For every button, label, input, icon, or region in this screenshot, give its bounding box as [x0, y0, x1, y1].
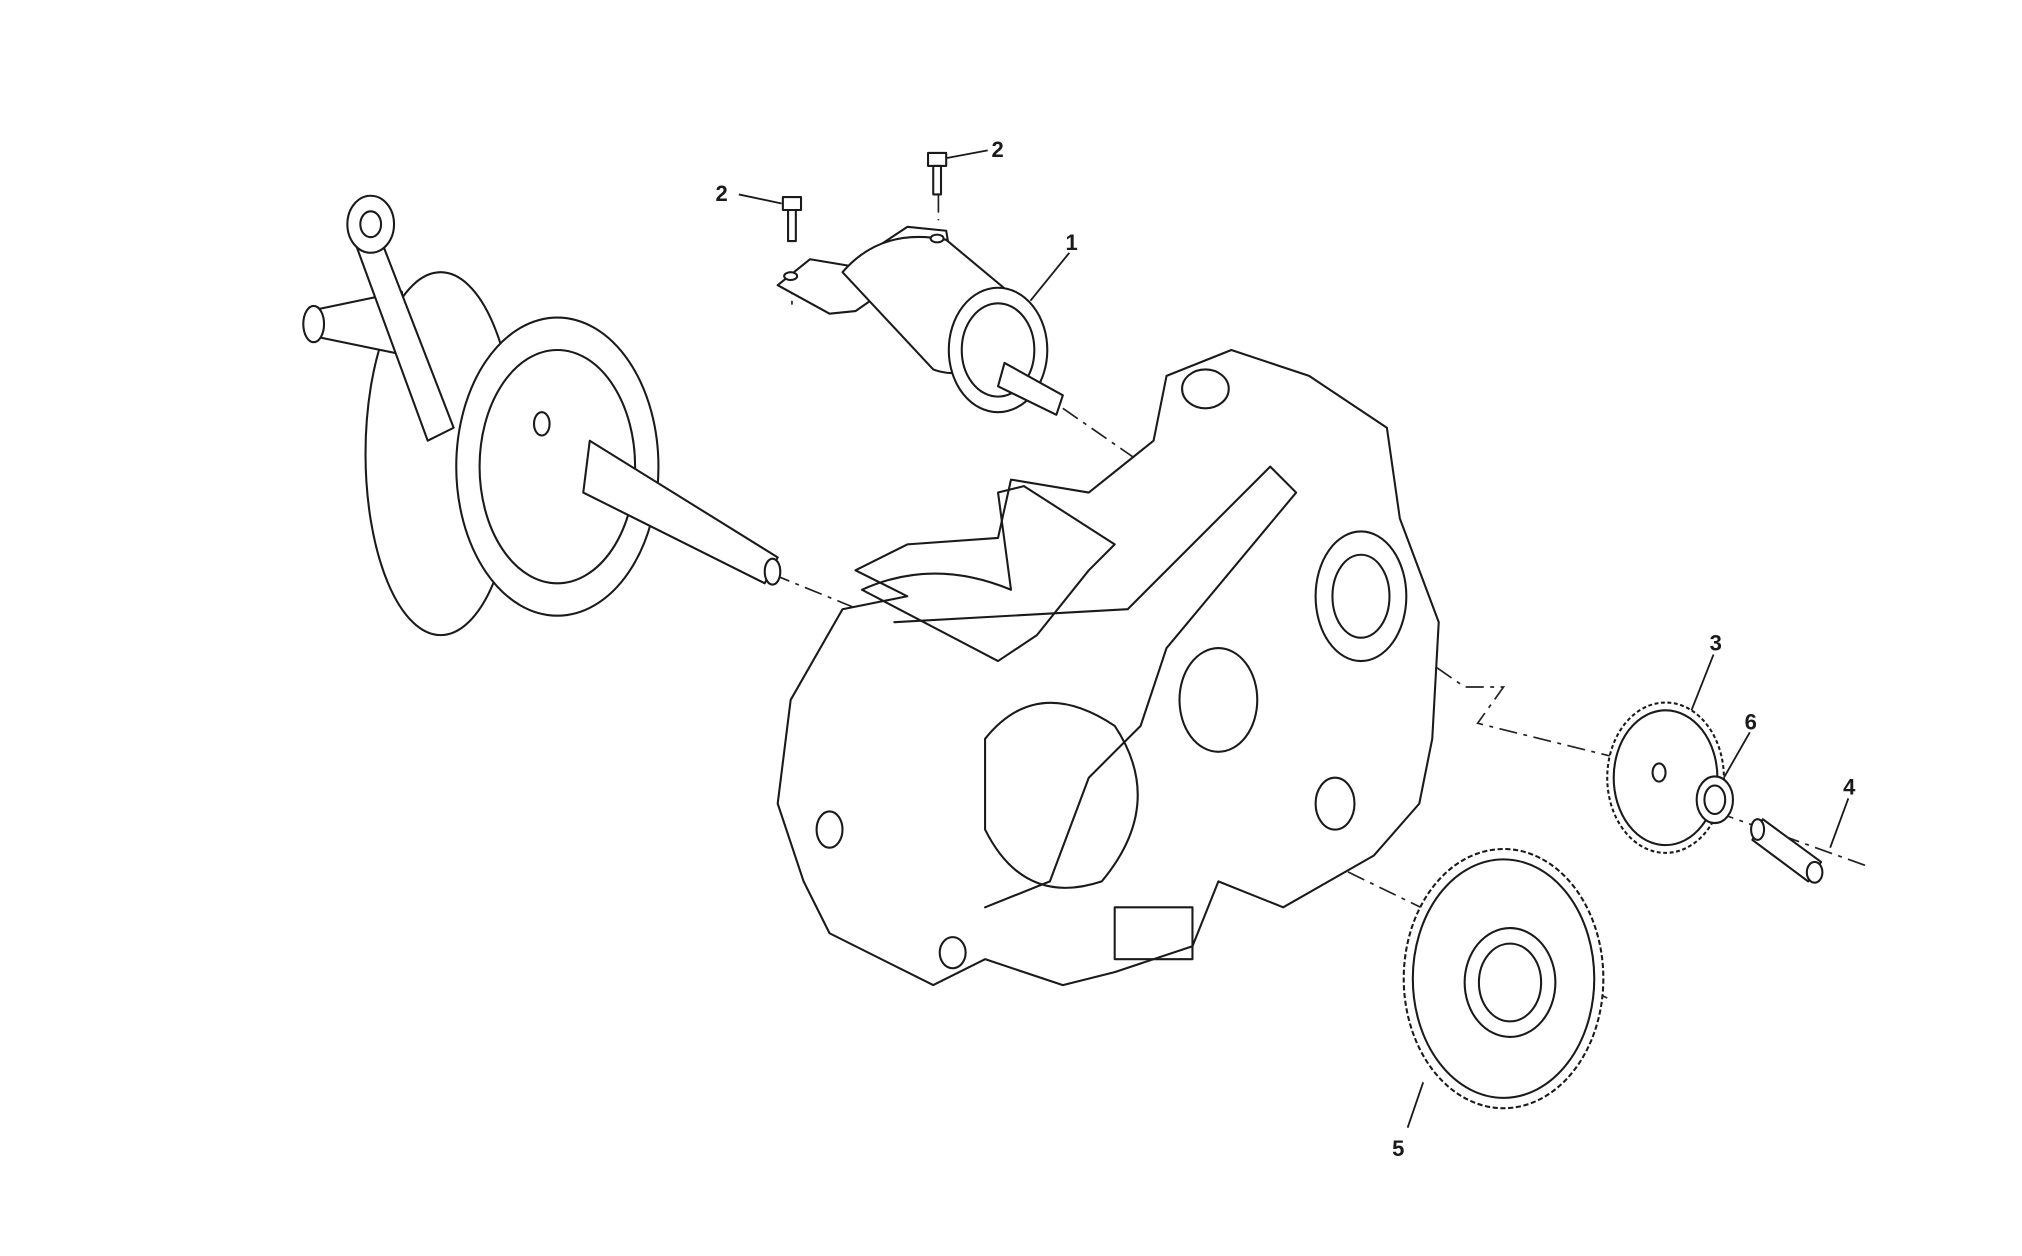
- pin: [1750, 818, 1824, 884]
- bolt-left: [781, 195, 803, 243]
- bolt-right: [927, 151, 948, 196]
- callout-1: 1: [1065, 230, 1077, 255]
- callout-5: 5: [1392, 1136, 1404, 1161]
- callout-2-left: 2: [715, 181, 727, 206]
- crankshaft: [302, 194, 782, 637]
- callout-4: 4: [1843, 775, 1856, 800]
- callouts: 1 2 2 3 6 4 5: [715, 137, 1856, 1161]
- callout-3: 3: [1710, 631, 1722, 656]
- callout-6: 6: [1745, 710, 1757, 735]
- crankcase: [776, 348, 1440, 987]
- starter-motor: [776, 225, 1064, 416]
- idler-gear: [1606, 701, 1725, 854]
- starter-gear: [1402, 847, 1605, 1110]
- callout-2-right: 2: [992, 137, 1004, 162]
- washer: [1695, 775, 1734, 825]
